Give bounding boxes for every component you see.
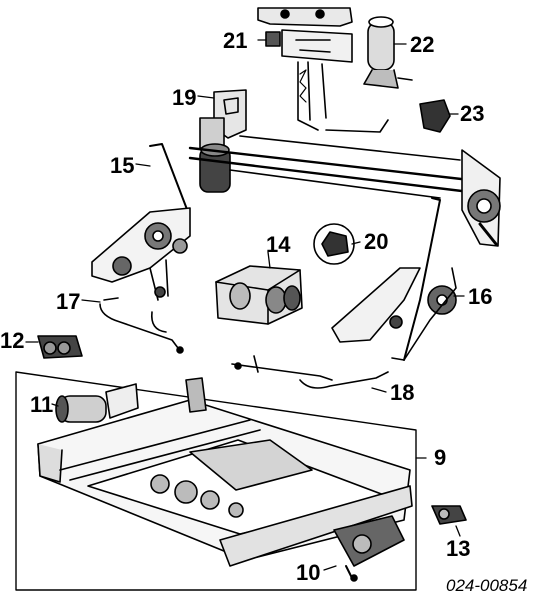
callout-15: 15: [110, 153, 135, 178]
part-16-recliner-arm: [331, 197, 457, 361]
callout-16: 16: [468, 284, 493, 309]
reference-code: 024-00854: [446, 576, 528, 595]
part-9-group-frame: [15, 371, 417, 591]
callout-22: 22: [410, 32, 435, 57]
callout-14: 14: [266, 232, 291, 257]
part-11-motor: [55, 383, 139, 423]
callout-18: 18: [390, 380, 415, 405]
callout-23: 23: [460, 101, 485, 126]
part-10-motor: [333, 515, 405, 582]
callout-19: 19: [172, 85, 197, 110]
part-22-motor: [363, 16, 413, 89]
right-recliner-gear: [461, 149, 501, 247]
part-19-actuator: [199, 89, 247, 193]
part-20-clip: [313, 223, 355, 265]
part-15-recliner: [91, 143, 191, 301]
callout-17: 17: [56, 289, 81, 314]
callout-9: 9: [434, 445, 447, 470]
leader-lines: [25, 39, 465, 571]
callout-11: 11: [30, 392, 54, 417]
part-21-track-bracket: [257, 7, 389, 133]
part-17-cable: [99, 297, 184, 354]
part-12-connector: [37, 335, 83, 359]
callout-20: 20: [364, 229, 389, 254]
part-14-motor-block: [215, 265, 303, 325]
part-18-cable: [231, 355, 389, 389]
callout-21: 21: [223, 28, 248, 53]
part-13-clip: [431, 505, 467, 525]
callout-10: 10: [296, 560, 321, 585]
callout-12: 12: [0, 328, 25, 353]
callout-13: 13: [446, 536, 471, 561]
seat-crossbar: [188, 135, 472, 199]
part-23-connector: [419, 99, 451, 133]
part-9-seat-base: [37, 377, 413, 567]
